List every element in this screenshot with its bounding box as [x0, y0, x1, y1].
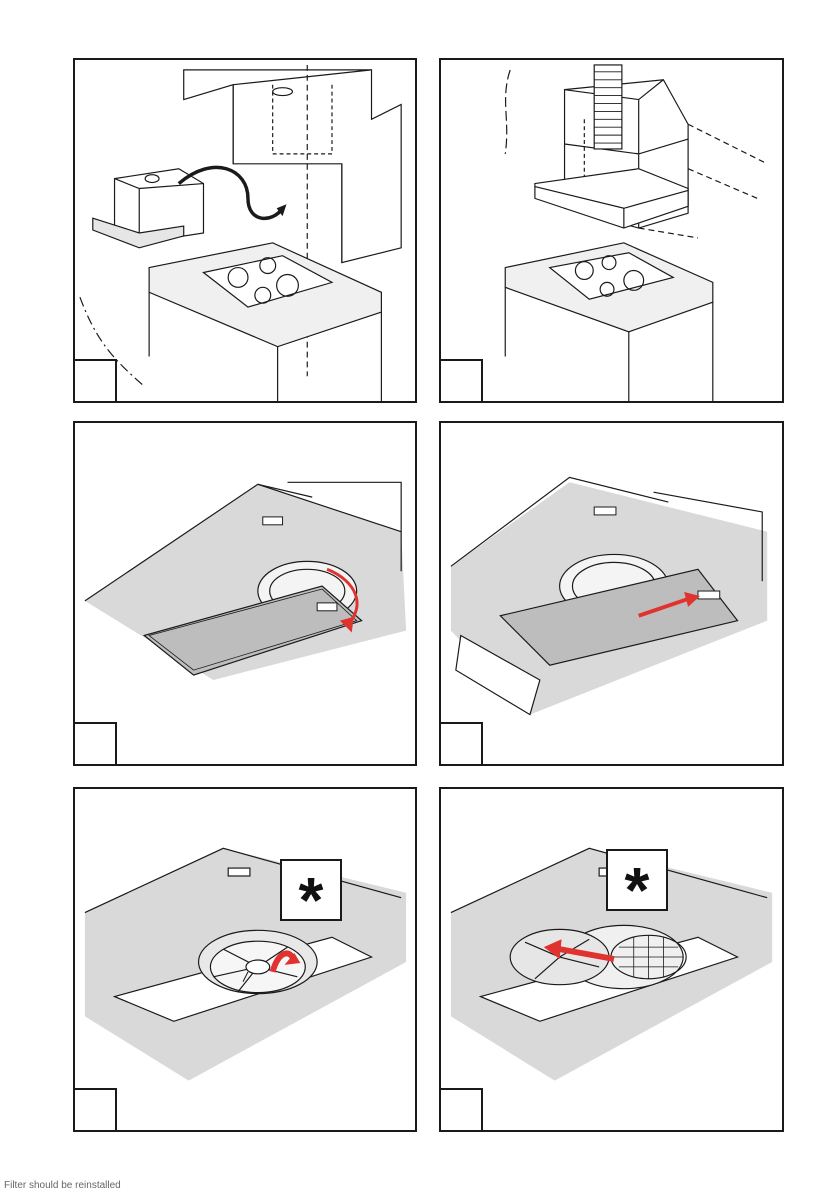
illustration-panel-2 — [439, 58, 784, 403]
step-number-box — [439, 359, 483, 403]
step-number-box — [439, 1088, 483, 1132]
filter-panel-open-illustration — [75, 423, 415, 764]
hood-moving-illustration — [75, 60, 415, 401]
illustration-panel-4 — [439, 421, 784, 766]
asterisk-note-box: * — [606, 849, 668, 911]
step-number-box — [73, 722, 117, 766]
grease-filter-remove-illustration — [441, 789, 782, 1130]
asterisk-note: * — [625, 854, 650, 926]
illustration-panel-1 — [73, 58, 417, 403]
filter-panel-slide-illustration — [441, 423, 782, 764]
step-number-box — [73, 359, 117, 403]
illustration-panel-6: * — [439, 787, 784, 1132]
step-number-box — [73, 1088, 117, 1132]
asterisk-note-box: * — [280, 859, 342, 921]
asterisk-note: * — [299, 864, 324, 936]
illustration-panel-5: * — [73, 787, 417, 1132]
step-number-box — [439, 722, 483, 766]
footer-text: Filter should be reinstalled — [4, 1180, 121, 1191]
grease-filter-rotate-illustration — [75, 789, 415, 1130]
illustration-panel-3 — [73, 421, 417, 766]
hood-installed-illustration — [441, 60, 782, 401]
